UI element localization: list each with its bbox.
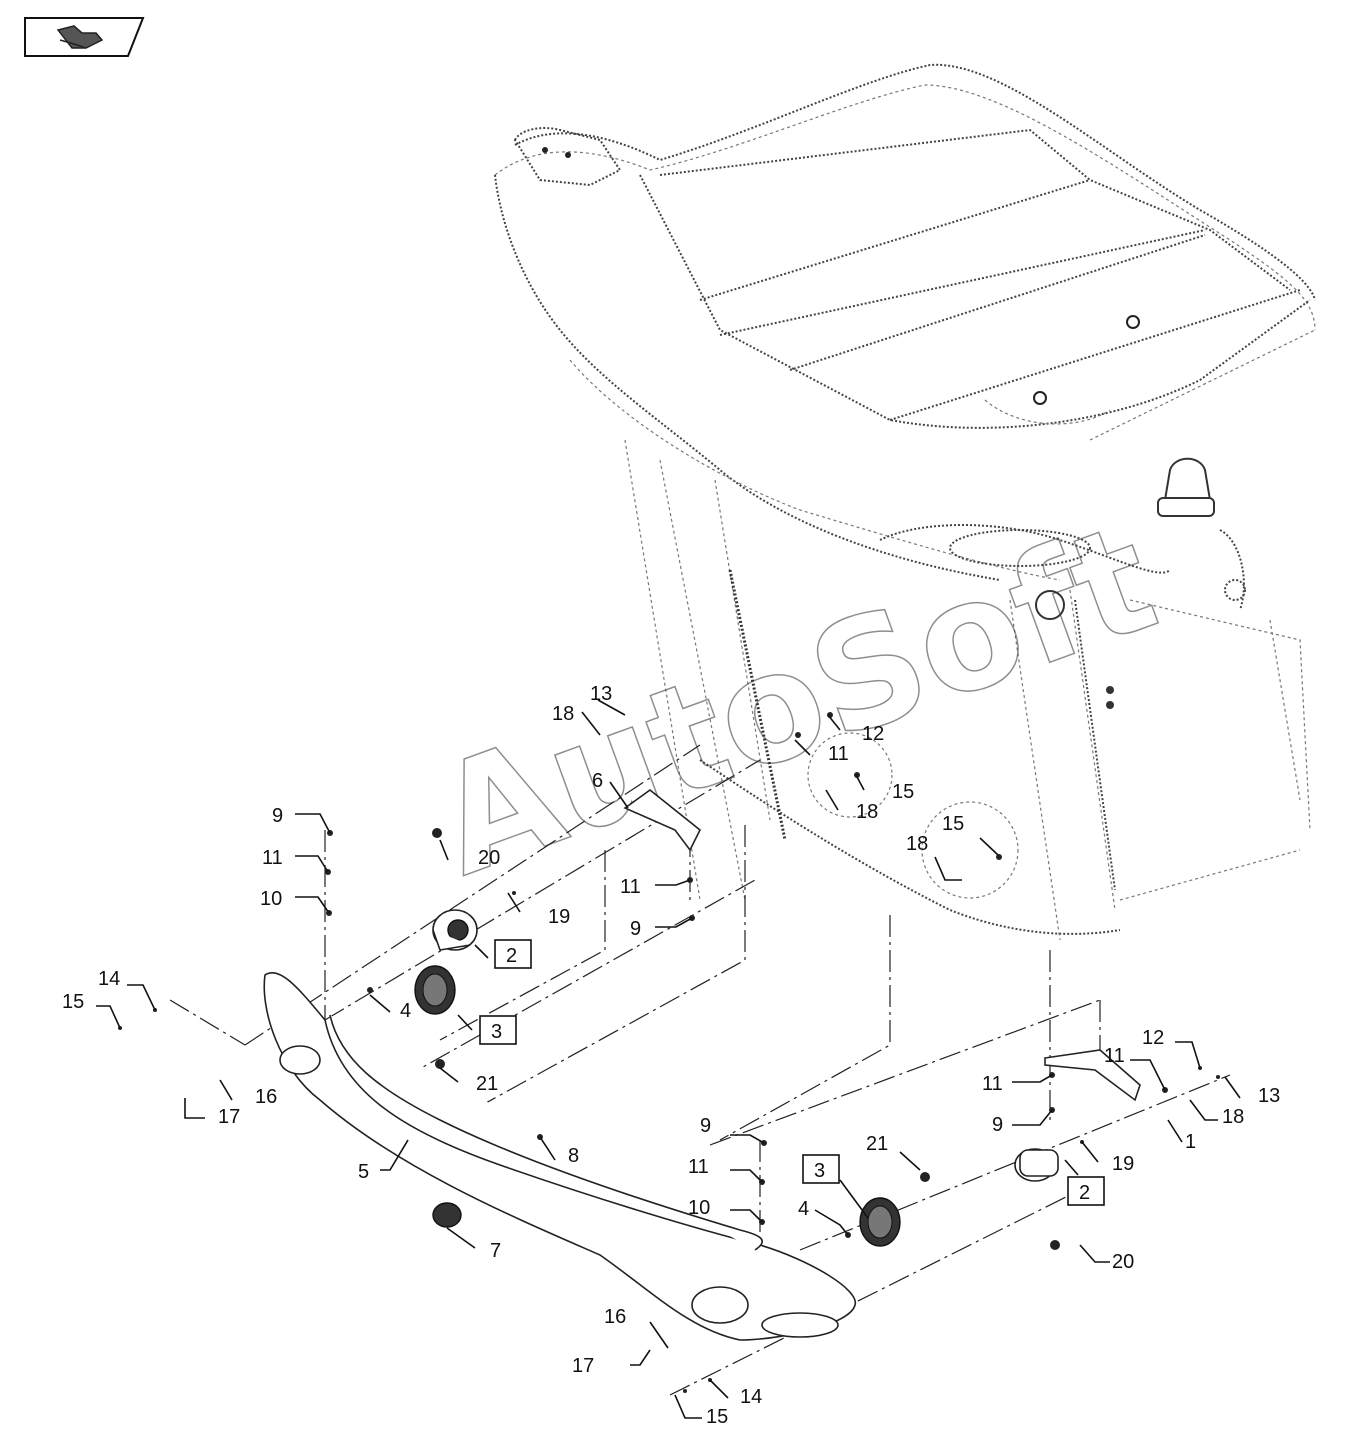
svg-text:3: 3 — [491, 1021, 502, 1043]
callout-7: 7 — [490, 1240, 501, 1262]
cab-outline — [494, 63, 1316, 941]
side-marker-lamp — [432, 1202, 462, 1228]
callout-20: 20 — [478, 847, 500, 869]
back-arrow-icon — [56, 25, 104, 49]
callout-11: 11 — [688, 1156, 709, 1178]
leader-lines — [96, 699, 1241, 1419]
headlight-right — [859, 1197, 901, 1247]
callout-11: 11 — [982, 1073, 1003, 1095]
callout-11: 11 — [1104, 1045, 1125, 1067]
callout-9: 9 — [700, 1115, 711, 1137]
callout-14: 14 — [740, 1386, 762, 1408]
callout-8: 8 — [568, 1145, 579, 1167]
front-bumper — [263, 972, 856, 1341]
svg-text:3: 3 — [814, 1160, 825, 1182]
callout-19: 19 — [1112, 1153, 1134, 1175]
callout-9: 9 — [272, 805, 283, 827]
work-lamp-left — [432, 909, 478, 951]
callout-9: 9 — [630, 918, 641, 940]
callout-labels: 9 11 10 14 15 16 17 4 20 21 5 7 8 19 11 … — [62, 683, 1280, 1428]
callout-21: 21 — [866, 1133, 888, 1155]
callout-9: 9 — [992, 1114, 1003, 1136]
callout-17: 17 — [572, 1355, 594, 1377]
svg-text:AutoSoft: AutoSoft — [416, 491, 1176, 910]
headlight-left — [414, 965, 456, 1015]
callout-21: 21 — [476, 1073, 498, 1095]
callout-18: 18 — [906, 833, 928, 855]
boxed-callouts: 2 3 3 2 — [479, 939, 1105, 1206]
callout-4: 4 — [400, 1000, 411, 1022]
svg-text:2: 2 — [1079, 1182, 1090, 1204]
callout-18: 18 — [856, 801, 878, 823]
callout-16: 16 — [255, 1086, 277, 1108]
callout-16: 16 — [604, 1306, 626, 1328]
callout-13: 13 — [590, 683, 612, 705]
callout-15: 15 — [942, 813, 964, 835]
callout-1: 1 — [1185, 1131, 1196, 1153]
boxed-callout-2[interactable]: 2 — [494, 939, 532, 969]
callout-17: 17 — [218, 1106, 240, 1128]
back-navigation-button[interactable] — [24, 17, 145, 57]
svg-text:2: 2 — [506, 945, 517, 967]
callout-18: 18 — [1222, 1106, 1244, 1128]
callout-11: 11 — [828, 743, 849, 765]
callout-11: 11 — [262, 847, 283, 869]
callout-15: 15 — [892, 781, 914, 803]
bracket-right — [1044, 1049, 1141, 1102]
watermark: AutoSoft — [415, 490, 1177, 910]
callout-6: 6 — [592, 770, 603, 792]
callout-10: 10 — [260, 888, 282, 910]
callout-18: 18 — [552, 703, 574, 725]
callout-10: 10 — [688, 1197, 710, 1219]
callout-5: 5 — [358, 1161, 369, 1183]
callout-12: 12 — [862, 723, 884, 745]
callout-14: 14 — [98, 968, 120, 990]
work-lamp-right — [1014, 1148, 1059, 1182]
boxed-callout-3[interactable]: 3 — [802, 1154, 840, 1184]
boxed-callout-3[interactable]: 3 — [479, 1015, 517, 1045]
callout-15: 15 — [706, 1406, 728, 1428]
bracket-left — [623, 788, 702, 852]
boxed-callout-2[interactable]: 2 — [1067, 1176, 1105, 1206]
callout-11: 11 — [620, 876, 641, 898]
callout-13: 13 — [1258, 1085, 1280, 1107]
callout-20: 20 — [1112, 1251, 1134, 1273]
callout-15: 15 — [62, 991, 84, 1013]
callout-4: 4 — [798, 1198, 809, 1220]
callout-12: 12 — [1142, 1027, 1164, 1049]
callout-19: 19 — [548, 906, 570, 928]
